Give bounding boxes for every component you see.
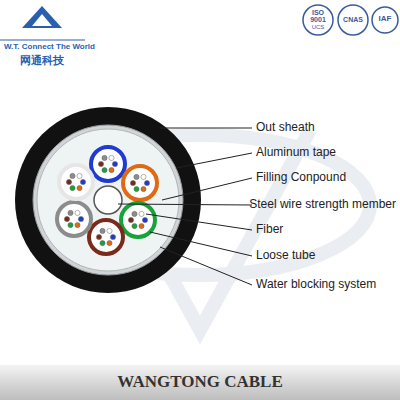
fiber-dot [139,223,144,228]
water-blocking [37,129,179,271]
cert-seals [303,5,398,35]
fiber-dot [132,223,137,228]
part-label: Steel wire strength member [249,198,396,211]
fiber-dot [144,180,149,185]
fiber-dot [77,185,82,190]
logo-text: ISO [312,9,324,17]
fiber-dot [102,167,107,172]
fiber-dot [141,174,146,179]
fiber-dot [141,186,146,191]
fiber-dot [64,216,69,221]
fiber-dot [98,161,103,166]
part-label: Out sheath [256,121,315,134]
logo-text: CNAS [343,16,363,24]
leader-lines [118,128,252,285]
part-label: Water blocking system [256,278,376,291]
cable-cross-section [15,107,201,293]
fiber-dot [70,173,75,178]
part-label: Aluminum tape [256,146,336,159]
logo-text: 网通科技 [20,54,64,66]
fiber-dot [107,240,112,245]
fiber-dot [75,210,80,215]
part-label: Filling Conpound [256,171,346,184]
fiber-dot [75,222,80,227]
footer-band [0,365,400,400]
logo-text: 9001 [310,16,326,24]
fiber-dot [100,228,105,233]
fiber-dot [68,210,73,215]
fiber-dot [110,234,115,239]
logo-icon [0,6,85,40]
fiber-dot [109,167,114,172]
part-label: Fiber [256,223,283,236]
fiber-dot [68,222,73,227]
fiber-dot [134,174,139,179]
fiber-dot [70,185,75,190]
fiber-dot [132,211,137,216]
fiber-dot [78,216,83,221]
loose-tubes [57,147,157,254]
fiber-dot [130,180,135,185]
fiber-dot [80,179,85,184]
logo-text: W.T. Connect The World [4,43,95,52]
fiber-dot [134,186,139,191]
footer-caption: WANGTONG CABLE [117,373,282,392]
logo-text: IAF [379,15,392,24]
fiber-dot [107,228,112,233]
fiber-dot [112,161,117,166]
fiber-dot [139,211,144,216]
fiber-dot [66,179,71,184]
fiber-dot [142,217,147,222]
fiber-dot [102,155,107,160]
out-sheath [15,107,201,293]
aluminum-tape [33,125,183,275]
fiber-dot [100,240,105,245]
fiber-dot [96,234,101,239]
fiber-dot [77,173,82,178]
fiber-dot [128,217,133,222]
fiber-dot [109,155,114,160]
part-label: Loose tube [256,249,315,262]
steel-wire-member [94,186,122,214]
logo-text: UCS [312,24,325,31]
watermark [30,130,370,330]
